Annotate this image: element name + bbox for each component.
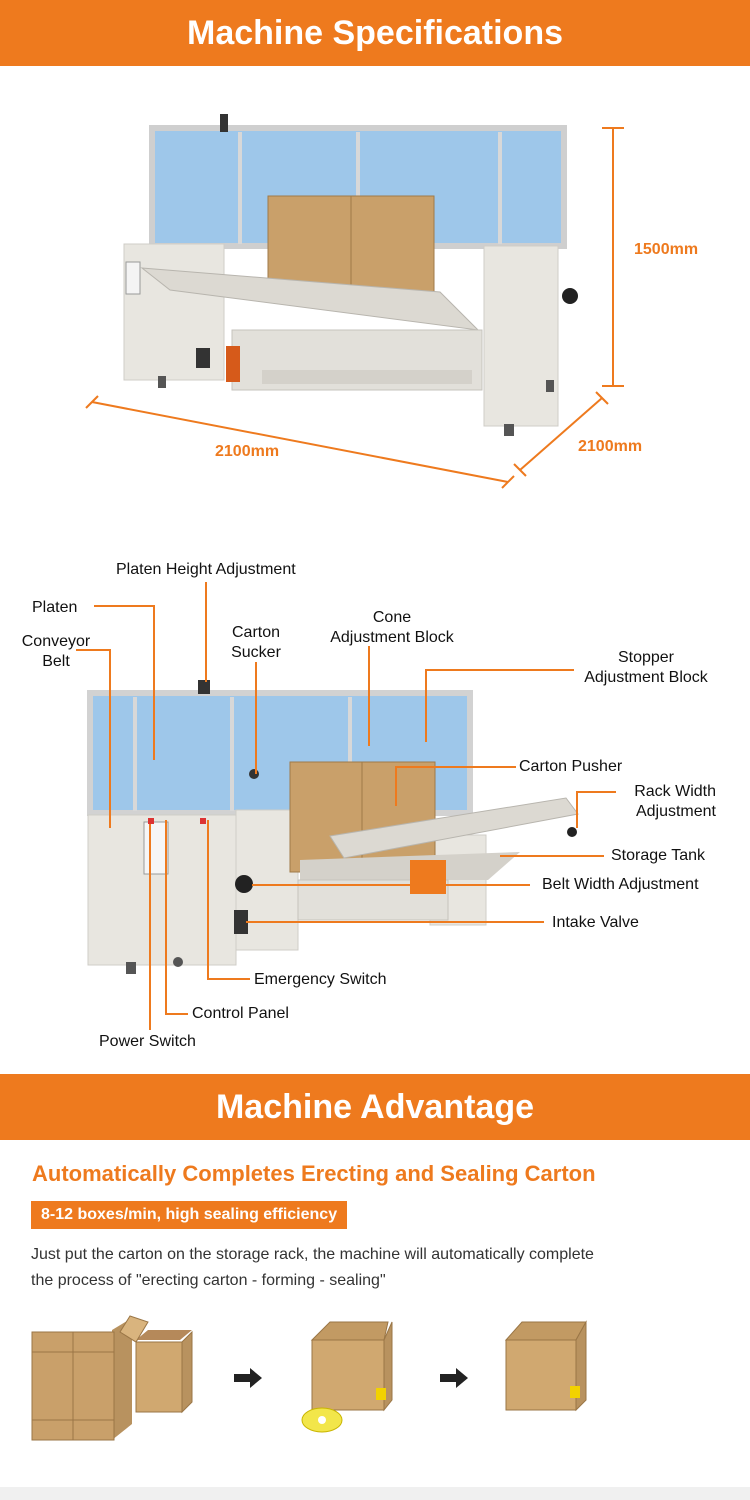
- advantage-heading: Automatically Completes Erecting and Sea…: [32, 1161, 596, 1186]
- machine-1: [123, 114, 578, 436]
- height-dimension-label: 1500mm: [634, 241, 699, 258]
- label-emergency-switch: Emergency Switch: [254, 971, 387, 988]
- label-carton-pusher: Carton Pusher: [519, 758, 623, 775]
- callout-leader-lines: [76, 582, 616, 1030]
- specifications-banner: Machine Specifications: [0, 0, 750, 66]
- machine-dimension-illustration: [85, 114, 624, 489]
- arrow-right-icon: [234, 1368, 262, 1388]
- advantage-banner: Machine Advantage: [0, 1074, 750, 1140]
- label-control-panel: Control Panel: [192, 1005, 289, 1022]
- width-dimension-label: 2100mm: [578, 438, 643, 455]
- label-storage-tank: Storage Tank: [611, 847, 705, 864]
- label-carton-sucker: Carton Sucker: [231, 624, 281, 661]
- advantage-title: Machine Advantage: [215, 1087, 535, 1126]
- label-stopper-adjustment-block: Stopper Adjustment Block: [584, 649, 708, 686]
- carton-with-tape-roll-icon: [301, 1321, 393, 1433]
- label-power-switch: Power Switch: [99, 1033, 196, 1050]
- label-conveyor-belt: Conveyor Belt: [21, 633, 91, 670]
- sealed-carton-icon: [504, 1320, 587, 1412]
- advantage-description: Just put the carton on the storage rack,…: [31, 1246, 594, 1289]
- open-carton-icon: [119, 1315, 193, 1414]
- bottom-divider: [0, 1487, 750, 1500]
- label-intake-valve: Intake Valve: [552, 914, 639, 931]
- machine-2: [87, 680, 579, 974]
- flat-carton-stack-icon: [31, 1318, 132, 1441]
- dimension-lines: [85, 127, 624, 489]
- specifications-title: Machine Specifications: [187, 13, 563, 52]
- label-platen-height-adjustment: Platen Height Adjustment: [116, 561, 296, 578]
- label-belt-width-adjustment: Belt Width Adjustment: [542, 876, 699, 893]
- efficiency-badge: 8-12 boxes/min, high sealing efficiency: [31, 1201, 348, 1229]
- length-dimension-label: 2100mm: [215, 443, 280, 460]
- label-cone-adjustment-block: Cone Adjustment Block: [330, 609, 454, 646]
- arrow-right-icon-2: [440, 1368, 468, 1388]
- label-platen: Platen: [32, 599, 78, 616]
- parts-diagram: [76, 582, 616, 1030]
- label-rack-width-adjustment: Rack Width Adjustment: [634, 783, 716, 820]
